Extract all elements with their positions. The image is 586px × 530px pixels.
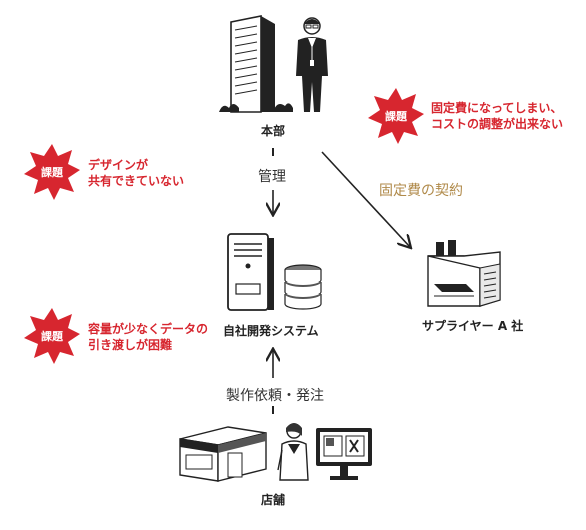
issue-badge-label: 課題: [385, 110, 407, 123]
issue-badge-cost: 課題: [366, 86, 426, 146]
issue-line: デザインが: [88, 158, 149, 172]
hq-building-icon: [219, 15, 293, 113]
issue-badge-label: 課題: [41, 166, 63, 179]
hq-person-icon: [296, 17, 328, 112]
hq-label: 本部: [261, 124, 286, 138]
issue-badge-capacity: 課題: [22, 306, 82, 366]
store-label: 店舗: [261, 493, 286, 507]
issue-text-cost: 固定費になってしまい、 コストの調整が出来ない: [431, 100, 563, 132]
system-label: 自社開発システム: [223, 324, 319, 338]
manage-label: 管理: [255, 165, 289, 187]
burst-icon: [24, 144, 80, 200]
order-label: 製作依頼・発注: [223, 384, 327, 406]
issue-line: 共有できていない: [88, 174, 185, 188]
issue-text-capacity: 容量が少なくデータの 引き渡しが困難: [88, 321, 208, 353]
issue-badge-label: 課題: [41, 330, 63, 343]
monitor-icon: [316, 428, 372, 480]
contract-label: 固定費の契約: [379, 183, 463, 199]
factory-icon: [427, 240, 501, 307]
staff-person-icon: [277, 423, 309, 481]
database-icon: [284, 264, 322, 310]
issue-line: 引き渡しが困難: [88, 338, 173, 352]
issue-text-design: デザインが 共有できていない: [88, 157, 184, 189]
burst-icon: [368, 88, 424, 144]
issue-badge-design: 課題: [22, 142, 82, 202]
burst-icon: [24, 308, 80, 364]
issue-line: コストの調整が出来ない: [431, 117, 564, 131]
server-icon: [227, 233, 274, 311]
contract-arrow: [321, 151, 410, 247]
supplier-label: サプライヤー A 社: [422, 319, 524, 333]
store-icon: [179, 426, 267, 482]
issue-line: 容量が少なくデータの: [88, 322, 209, 336]
issue-line: 固定費になってしまい、: [431, 101, 563, 115]
